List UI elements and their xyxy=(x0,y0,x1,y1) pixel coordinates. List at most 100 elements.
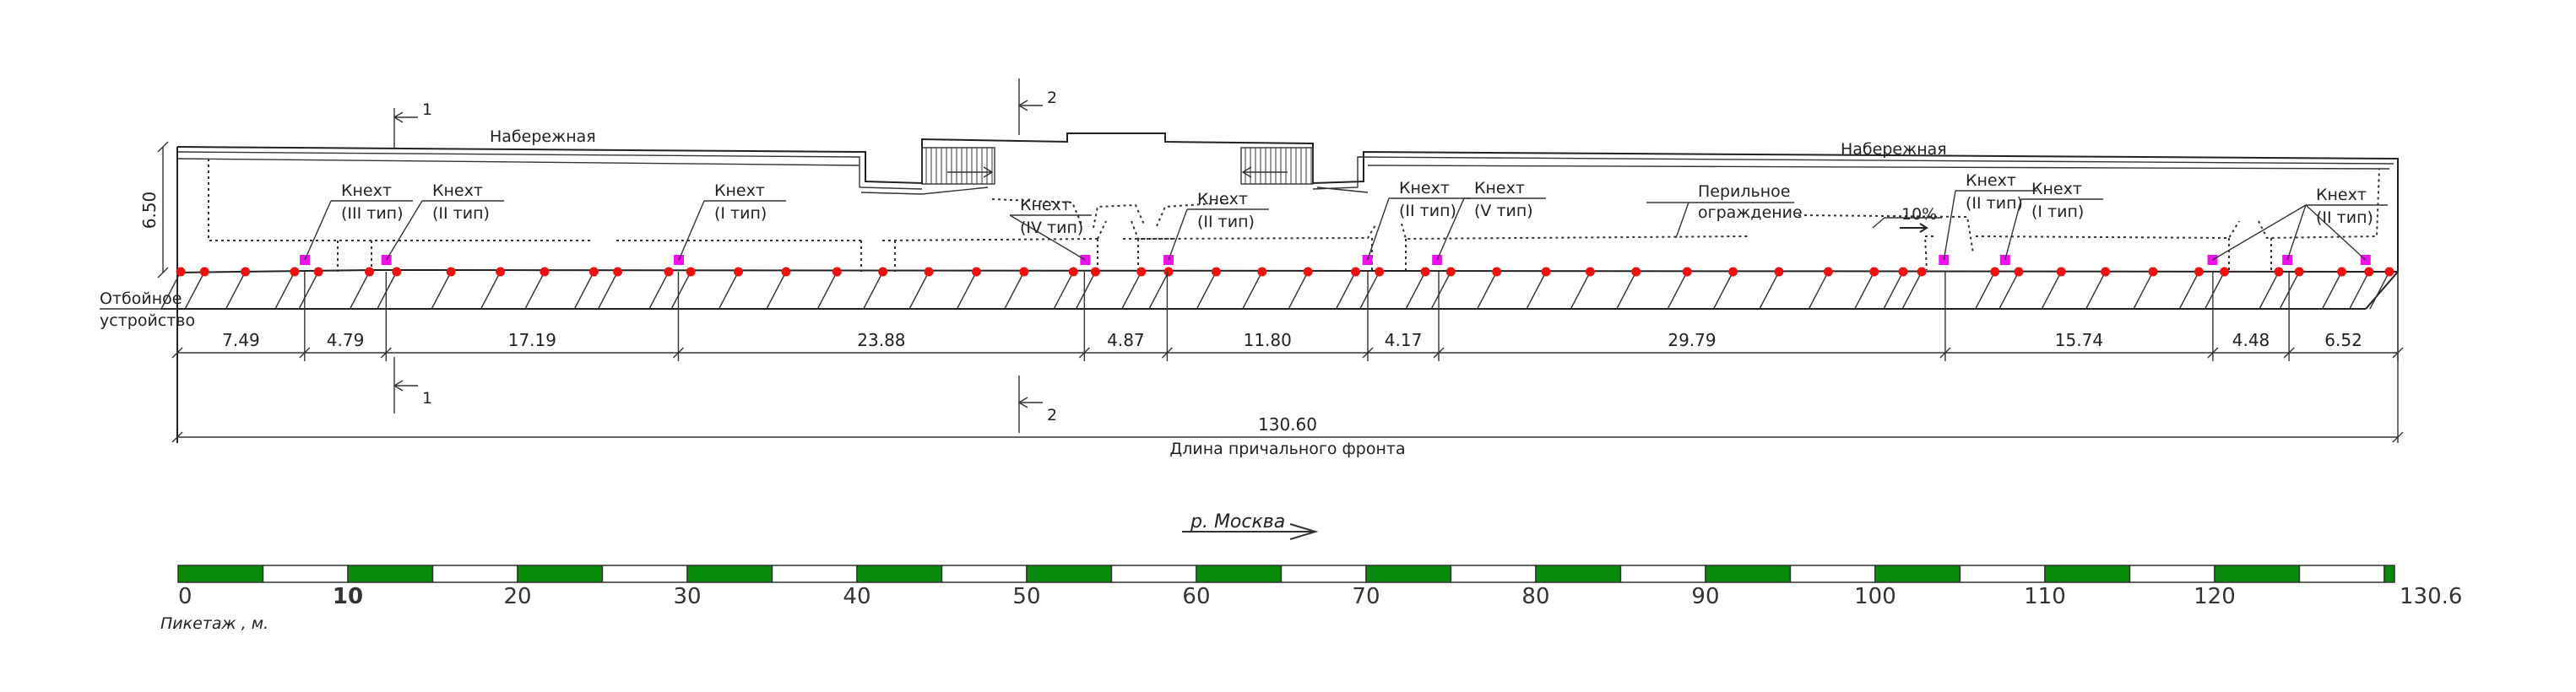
railing-callout: Перильное ограждение xyxy=(1646,182,1803,239)
hatch-line xyxy=(184,271,205,310)
callout-leader xyxy=(1943,190,1956,261)
fender-point xyxy=(1445,267,1456,277)
scale-segment xyxy=(1874,565,1961,583)
scale-segment xyxy=(1705,565,1792,583)
scale-end-label: 130.6 xyxy=(2400,584,2462,609)
callout-leader xyxy=(2004,198,2022,261)
scale-segment xyxy=(1365,565,1452,583)
knecht-type: (III тип) xyxy=(341,204,404,223)
fender-point xyxy=(313,267,323,277)
fender-point xyxy=(2014,267,2024,277)
scale-segment xyxy=(1959,565,2046,583)
knecht-title: Кнехт xyxy=(341,181,392,200)
knecht-callout: Кнехт (III тип) xyxy=(304,181,413,261)
fender-point xyxy=(664,267,674,277)
fender-point xyxy=(2220,267,2230,277)
callout-leader xyxy=(1009,214,1086,261)
fender-point xyxy=(1163,267,1174,277)
hatch-line xyxy=(670,271,691,310)
callout-leader xyxy=(1436,197,1465,261)
knecht-type: (II тип) xyxy=(432,204,490,223)
fender-point xyxy=(1136,267,1147,277)
hatch-line xyxy=(1075,271,1097,310)
knecht-title: Кнехт xyxy=(714,181,765,200)
scale-segment xyxy=(2298,565,2385,583)
total-length-caption: Длина причального фронта xyxy=(1169,440,1405,458)
hatch-line xyxy=(766,271,787,310)
scale-segment xyxy=(262,565,349,583)
dimension-tick xyxy=(299,347,311,359)
dimension-tick xyxy=(1078,347,1090,359)
fender-point xyxy=(1898,267,1908,277)
scale-segment xyxy=(347,565,434,583)
scale-segment xyxy=(2383,565,2395,583)
knecht-type: (II тип) xyxy=(1197,213,1255,231)
fender-point xyxy=(1823,267,1833,277)
fender-point xyxy=(496,267,506,277)
dimension-value: 17.19 xyxy=(508,330,556,350)
dimension-value: 4.79 xyxy=(327,330,365,350)
scale-segment xyxy=(2214,565,2301,583)
scale-segment xyxy=(2044,565,2131,583)
railing-label-line2: ограждение xyxy=(1698,203,1803,222)
fender-point xyxy=(613,267,623,277)
knecht-type: (II тип) xyxy=(2316,208,2373,227)
chainage-caption: Пикетаж , м. xyxy=(160,614,268,633)
hatch-line xyxy=(956,271,978,310)
knecht-callout: Кнехт(IV тип) xyxy=(1009,196,1092,261)
callout-leader xyxy=(678,200,705,261)
fender-label-line1: Отбойное xyxy=(100,289,182,308)
hatch-line xyxy=(1854,271,1875,310)
hatch-line xyxy=(349,271,371,310)
scale-segment xyxy=(601,565,688,583)
scale-tick-label: 10 xyxy=(333,584,363,609)
fender-point xyxy=(1585,267,1595,277)
height-dimension-value: 6.50 xyxy=(139,192,160,230)
hatch-line xyxy=(1121,271,1142,310)
knecht-callout: Кнехт(V тип) xyxy=(1436,179,1546,261)
hatch-line xyxy=(648,271,670,310)
hatch-line xyxy=(1148,271,1169,310)
callout-leader xyxy=(1366,197,1390,261)
fender-point xyxy=(199,267,209,277)
hatch-line xyxy=(274,271,296,310)
dimension-tick xyxy=(1433,347,1445,359)
dimension-value: 4.17 xyxy=(1385,330,1423,350)
scale-tick-label: 80 xyxy=(1521,584,1549,609)
fender-point xyxy=(446,267,456,277)
fender-point xyxy=(1090,267,1100,277)
knecht-type: (II тип) xyxy=(1966,194,2023,213)
dimension-tick xyxy=(2283,347,2295,359)
hatch-line xyxy=(1053,271,1074,310)
scale-tick-label: 30 xyxy=(673,584,701,609)
fender-point xyxy=(1211,267,1221,277)
fender-point xyxy=(1257,267,1267,277)
knecht-type: (II тип) xyxy=(1399,202,1456,220)
fender-point xyxy=(1068,267,1078,277)
hatch-line xyxy=(2041,271,2062,310)
knecht-type: (IV тип) xyxy=(1020,219,1083,237)
fender-point xyxy=(1420,267,1430,277)
river-flow: р. Москва xyxy=(1182,511,1319,540)
hatch-line xyxy=(2369,271,2390,310)
dimension-tick xyxy=(380,347,392,359)
scale-tick-label: 70 xyxy=(1352,584,1380,609)
fender-point xyxy=(1541,267,1551,277)
fender-point xyxy=(2194,267,2204,277)
knecht-title: Кнехт xyxy=(1474,179,1525,197)
dimension-tick xyxy=(672,347,684,359)
knecht-title: Кнехт xyxy=(2031,180,2082,198)
fender-point xyxy=(1917,267,1927,277)
callout-leader xyxy=(1168,208,1188,261)
hatch-line xyxy=(1526,271,1547,310)
hatch-line xyxy=(431,271,452,310)
fender-point xyxy=(540,267,550,277)
scale-tick-label: 110 xyxy=(2024,584,2066,609)
fender-point xyxy=(176,267,186,277)
fender-label-line2: устройство xyxy=(100,311,195,330)
embankment-label-right: Набережная xyxy=(1841,140,1947,159)
hatch-line xyxy=(1430,271,1451,310)
slope-mark: 10% xyxy=(1872,205,1942,233)
hatch-line xyxy=(1667,271,1688,310)
